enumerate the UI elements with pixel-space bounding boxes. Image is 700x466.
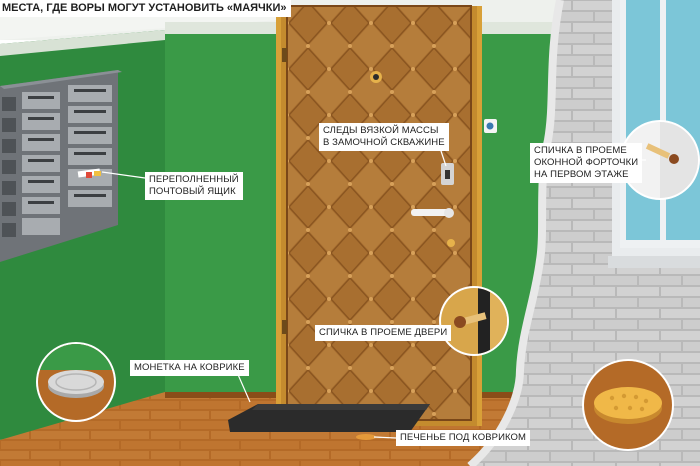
door-match-zoom: [439, 286, 509, 356]
page-title: МЕСТА, ГДЕ ВОРЫ МОГУТ УСТАНОВИТЬ «МАЯЧКИ…: [0, 0, 291, 17]
callout-window-line-2: ОКОННОЙ ФОРТОЧКИ: [534, 157, 639, 168]
coin-zoom: [36, 342, 116, 422]
callout-window-line-1: СПИЧКА В ПРОЕМЕ: [534, 145, 627, 156]
callout-coin-line-1: МОНЕТКА НА КОВРИКЕ: [134, 362, 245, 373]
callout-mailbox: ПЕРЕПОЛНЕННЫЙ ПОЧТОВЫЙ ЯЩИК: [145, 172, 243, 200]
peephole: [370, 71, 382, 83]
callout-keyhole: СЛЕДЫ ВЯЗКОЙ МАССЫ В ЗАМОЧНОЙ СКВАЖИНЕ: [319, 123, 449, 151]
callout-mailbox-line-1: ПЕРЕПОЛНЕННЫЙ: [149, 174, 239, 185]
callout-door-gap: СПИЧКА В ПРОЕМЕ ДВЕРИ: [315, 325, 452, 341]
callout-window-line-3: НА ПЕРВОМ ЭТАЖЕ: [534, 169, 629, 180]
keyhole: [441, 163, 454, 185]
callout-keyhole-line-2: В ЗАМОЧНОЙ СКВАЖИНЕ: [323, 137, 445, 148]
entrance-door: [276, 5, 482, 426]
door-handle: [411, 208, 454, 218]
callout-mailbox-line-2: ПОЧТОВЫЙ ЯЩИК: [149, 186, 236, 197]
callout-door-gap-line-1: СПИЧКА В ПРОЕМЕ ДВЕРИ: [319, 327, 448, 338]
callout-cookie: ПЕЧЕНЬЕ ПОД КОВРИКОМ: [396, 430, 531, 446]
cookie-zoom: [582, 359, 674, 451]
doorbell: [484, 119, 497, 133]
callout-cookie-line-1: ПЕЧЕНЬЕ ПОД КОВРИКОМ: [400, 432, 527, 443]
mailboxes: [0, 70, 122, 262]
overflowing-mail: [77, 168, 101, 178]
callout-coin: МОНЕТКА НА КОВРИКЕ: [130, 360, 249, 376]
doormat: [228, 404, 430, 440]
callout-keyhole-line-1: СЛЕДЫ ВЯЗКОЙ МАССЫ: [323, 125, 439, 136]
callout-window: СПИЧКА В ПРОЕМЕ ОКОННОЙ ФОРТОЧКИ НА ПЕРВ…: [530, 143, 643, 183]
